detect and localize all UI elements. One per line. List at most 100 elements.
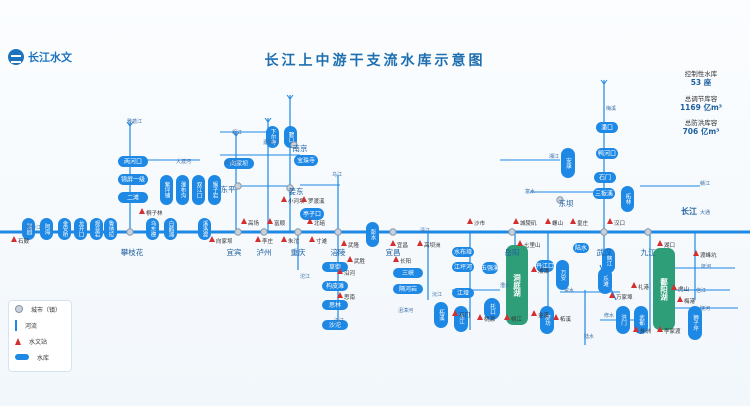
reservoir-41 [593, 188, 615, 199]
city-marker [234, 182, 242, 190]
reservoir-15 [176, 175, 189, 205]
reservoir-label: 猴子岩 [212, 181, 219, 200]
reservoir-label: 梨园 [26, 222, 33, 236]
reservoir-label: 锦屏一级 [121, 176, 145, 184]
river-label: 陆水 [584, 333, 594, 340]
city-layer: 攀枝花宜宾泸州重庆涪陵宜昌岳阳武汉九江东坝南京东平姜东 [121, 141, 656, 257]
lake-layer: 洞庭湖鄱阳湖 [506, 245, 675, 330]
station-marker [677, 296, 683, 302]
flow-arrow-icon [264, 117, 272, 123]
river-label-layer: 金沙江雅砻江岷江大渡河嘉陵江乌江汉江湘江资水沅江澧水清江赣江抚河信江饶河修水陆水… [26, 105, 711, 340]
reservoir-label: 彭水 [370, 228, 377, 241]
river-label: 赣江 [700, 180, 710, 187]
reservoir-42 [573, 243, 589, 253]
reservoir-20 [294, 155, 318, 166]
station-label: 小河坝 [288, 197, 305, 205]
reservoir-33 [484, 298, 500, 320]
station-label: 高场 [248, 219, 260, 227]
lake-2 [653, 248, 675, 330]
station-label: 汉口 [614, 219, 625, 227]
reservoir-count-label: 控制性水库 [684, 70, 718, 78]
station-marker [309, 236, 315, 242]
reservoir-label: 东江 [458, 312, 465, 326]
station-label: 柘溪 [560, 315, 572, 323]
reservoir-27 [393, 268, 423, 278]
reservoir-label: 柘林 [625, 192, 632, 206]
reservoir-5 [90, 218, 103, 240]
station-label: 寸滩 [316, 237, 328, 245]
river-label: 沅江 [432, 291, 442, 298]
station-label: 桐子林 [146, 209, 163, 217]
reservoir-label: 五强溪 [481, 264, 499, 272]
river-label: 嘉陵江 [263, 139, 278, 146]
reservoir-label: 两河口 [124, 158, 142, 166]
reservoir-label: 鸭河口 [598, 150, 616, 158]
reservoir-label: 双江口 [196, 182, 203, 200]
reservoir-label: 柘溪 [438, 308, 445, 322]
station-label: 城陵矶 [520, 219, 537, 227]
station-label: 李家渡 [664, 327, 681, 335]
river-label: 信江 [696, 287, 706, 294]
reservoir-16 [192, 175, 205, 205]
reservoir-50 [598, 268, 612, 294]
reservoir-label: 下尔呷 [270, 129, 277, 147]
station-label: 高坝洲 [424, 241, 441, 249]
reservoir-46 [540, 306, 554, 334]
flow-arrow-icon [232, 131, 240, 137]
reservoir-label: 水布垭 [454, 248, 472, 256]
reservoir-49 [688, 306, 702, 340]
city-label: 宜宾 [227, 247, 242, 257]
station-marker [545, 218, 551, 224]
reservoir-24 [322, 300, 348, 310]
station-label: 礼港 [638, 283, 650, 291]
reservoir-2 [40, 218, 53, 240]
legend-label: 城市（镇） [31, 306, 62, 314]
reservoir-label: 沙沱 [329, 321, 341, 329]
station-label: 螺山 [552, 219, 563, 227]
station-icon [15, 337, 21, 345]
reservoir-45 [556, 260, 569, 290]
reservoir-23 [322, 281, 348, 291]
reservoir-label: 金安桥 [62, 220, 69, 239]
reservoir-label: 隔河岩 [399, 285, 417, 293]
reservoir-32 [482, 262, 498, 274]
city-marker [126, 228, 134, 236]
station-label: 北碚 [314, 219, 326, 227]
reservoir-icon [15, 354, 29, 360]
city-marker [234, 228, 242, 236]
city-label: 东坝 [559, 198, 574, 208]
station-label: 外洲 [640, 327, 652, 335]
station-label: 桃源 [484, 315, 496, 323]
station-marker [570, 218, 576, 224]
station-label: 渡峰坑 [700, 251, 717, 259]
reservoir-label: 丹江口 [536, 263, 554, 270]
reservoir-label: 瀑布沟 [180, 181, 187, 200]
city-label: 攀枝花 [121, 247, 144, 257]
reservoir-17 [208, 175, 221, 205]
station-label: 李庄 [262, 237, 274, 245]
river-lines [0, 79, 750, 345]
wave-logo-icon [8, 49, 24, 65]
reservoir-label: 亭子口 [303, 210, 321, 218]
river-label: 大渡河 [176, 158, 191, 165]
city-label: 南京 [293, 143, 308, 153]
river-label: 乌江 [332, 171, 342, 178]
stats-panel: 控制性水库 53 座 总调节库容 1169 亿m³ 总防洪库容 706 亿m³ [662, 70, 740, 144]
reservoir-12 [198, 218, 211, 240]
station-marker [517, 240, 523, 246]
reservoir-44 [602, 248, 615, 273]
station-marker [347, 256, 353, 262]
reservoir-label: 紫坪铺 [164, 182, 171, 200]
station-marker [267, 218, 273, 224]
station-marker [417, 240, 423, 246]
river-label: 梅溪 [606, 105, 616, 112]
reservoir-label: 碧口 [288, 130, 295, 144]
reservoir-label: 万安 [560, 269, 567, 282]
flow-arrow-icon [286, 94, 294, 100]
station-label: 沙市 [474, 219, 486, 227]
city-marker [334, 228, 342, 236]
legend-item-station: 水文站 [9, 333, 71, 349]
legend-item-city: 城市（镇） [9, 301, 71, 317]
station-label: 向家坝 [216, 237, 233, 245]
city-label: 九江 [641, 248, 656, 257]
